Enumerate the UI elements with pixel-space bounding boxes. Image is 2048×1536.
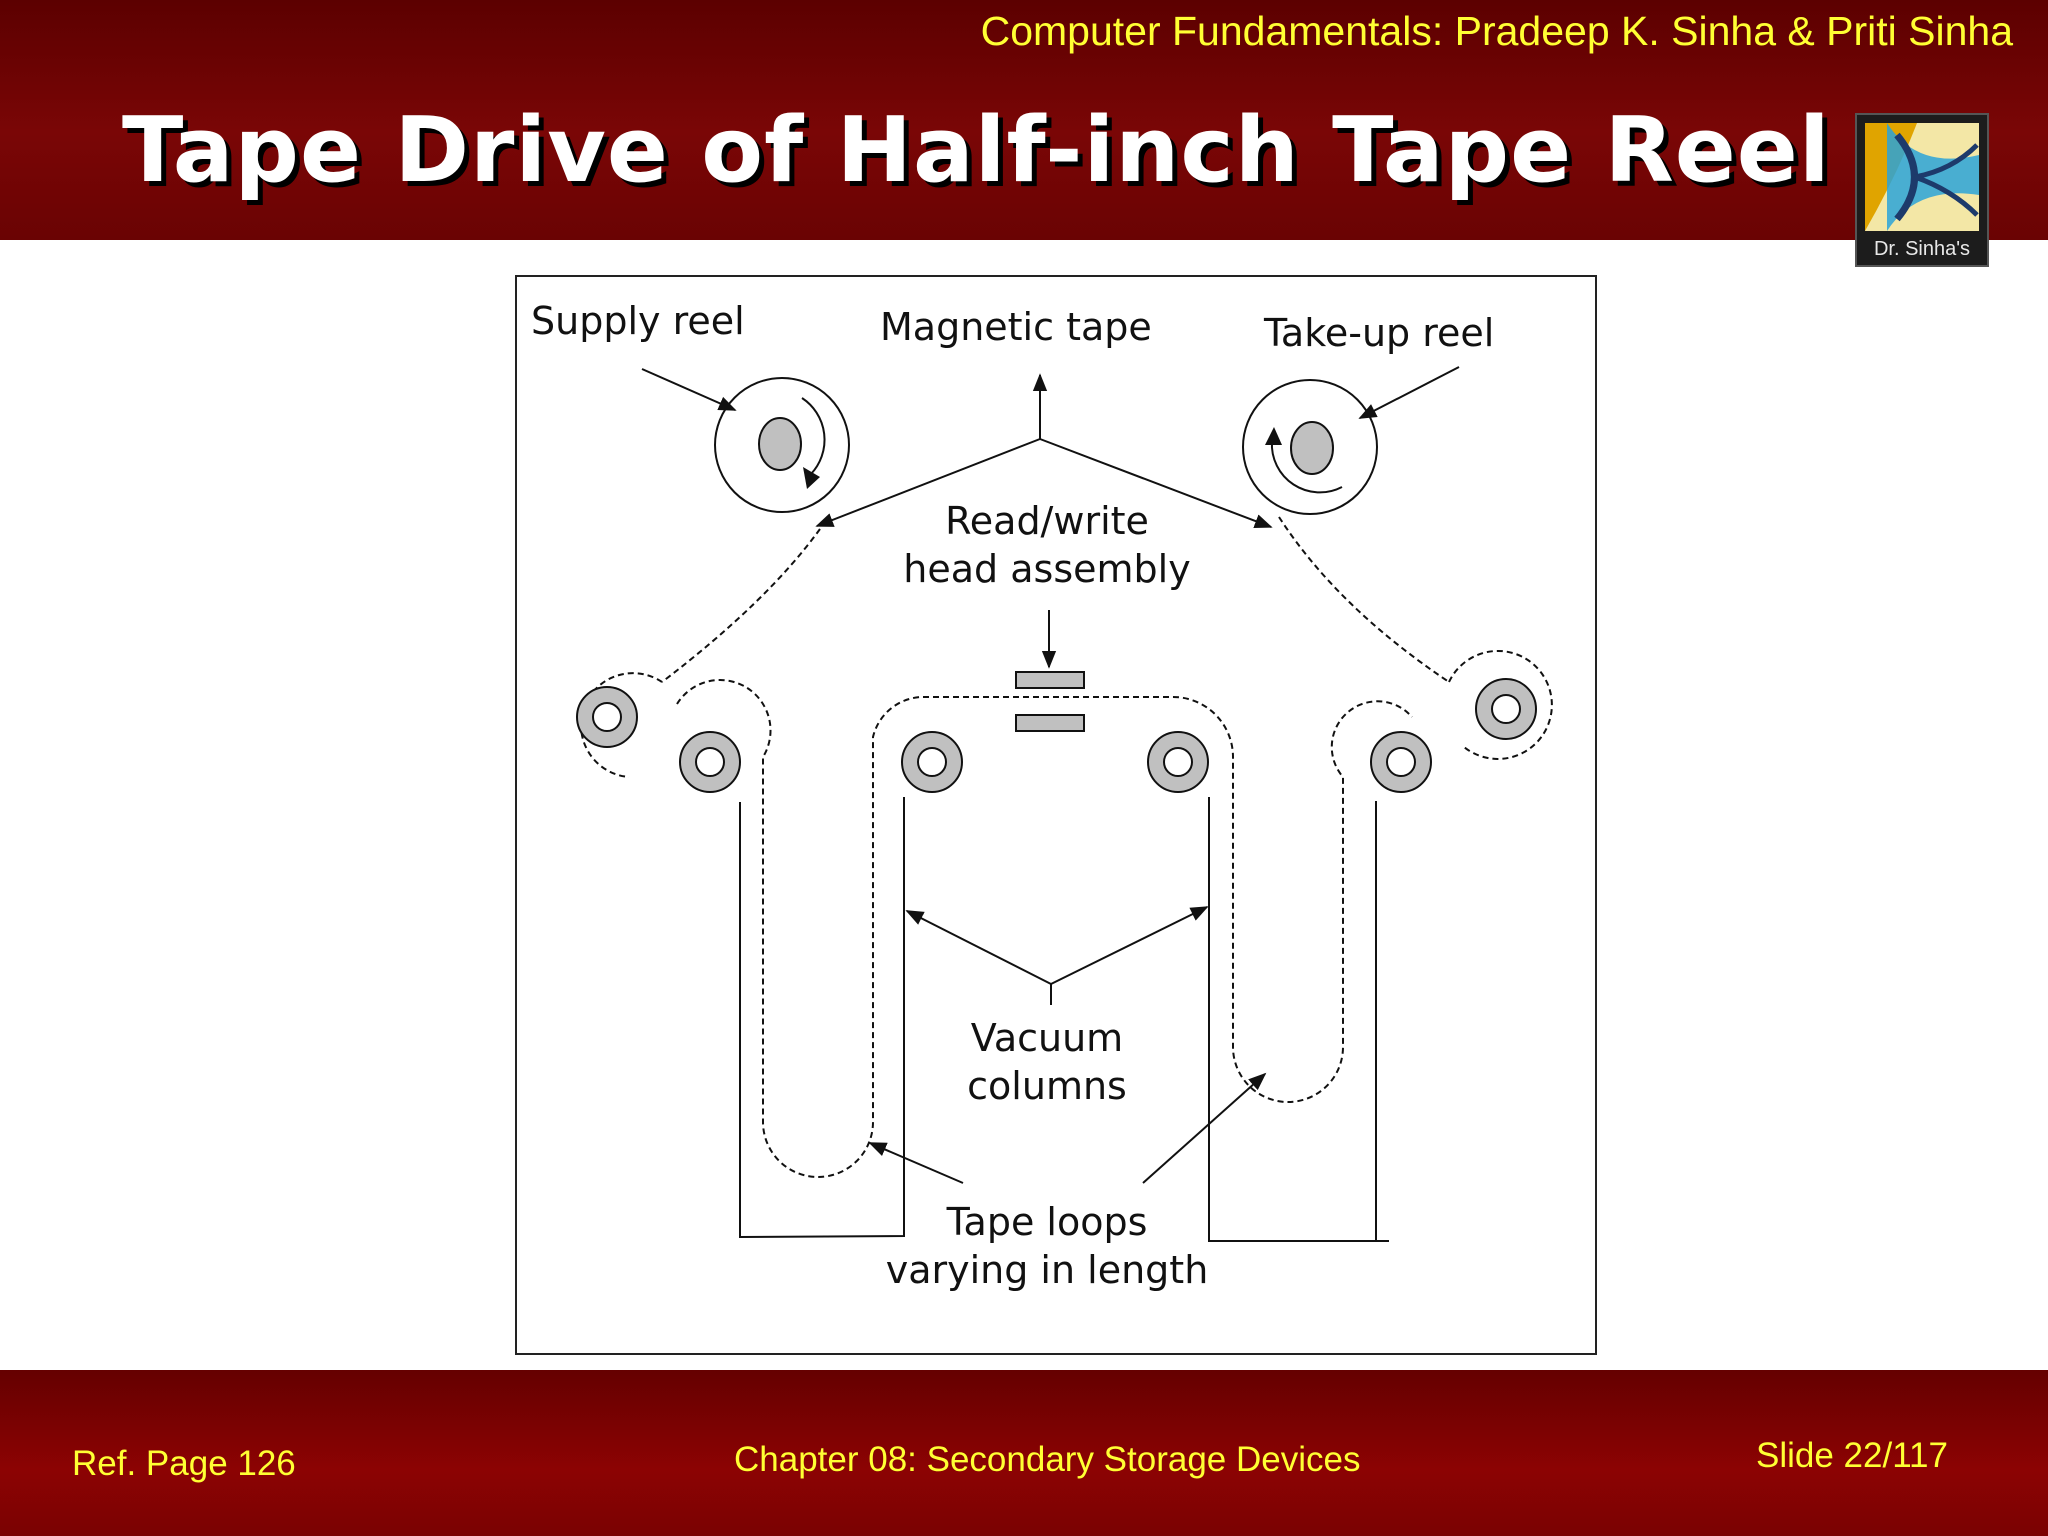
roller-6 <box>1475 678 1537 740</box>
diagram-drawing <box>576 366 1553 1242</box>
label-vacuum-line2: columns <box>967 1064 1127 1108</box>
roller-5 <box>1370 731 1432 793</box>
label-read-write-line1: Read/write <box>945 499 1149 543</box>
label-read-write-line2: head assembly <box>903 547 1191 591</box>
label-magnetic-tape: Magnetic tape <box>880 305 1152 349</box>
label-take-up-reel: Take-up reel <box>1264 311 1495 355</box>
roller-2 <box>679 731 741 793</box>
logo: Dr. Sinha's <box>1855 113 1989 267</box>
footer-bar: Ref. Page 126 Chapter 08: Secondary Stor… <box>0 1370 2048 1536</box>
book-credit: Computer Fundamentals: Pradeep K. Sinha … <box>980 8 2013 54</box>
roller-3 <box>901 731 963 793</box>
roller-1 <box>576 686 638 748</box>
label-read-write-head: Read/write head assembly <box>887 497 1207 593</box>
roller-4 <box>1147 731 1209 793</box>
label-vacuum-line1: Vacuum <box>970 1016 1124 1060</box>
label-supply-reel: Supply reel <box>531 299 745 343</box>
label-tape-loops-line2: varying in length <box>885 1248 1209 1292</box>
slide-title: Tape Drive of Half-inch Tape Reel <box>122 98 1831 203</box>
guide-rollers <box>576 678 1537 793</box>
slide-number: Slide 22/117 <box>1755 1436 1948 1475</box>
pointer-arrows <box>641 366 1460 1184</box>
vacuum-columns <box>739 797 1389 1242</box>
chapter-title: Chapter 08: Secondary Storage Devices <box>734 1440 1361 1479</box>
read-write-head <box>1015 671 1085 732</box>
supply-reel <box>714 377 850 513</box>
label-tape-loops: Tape loops varying in length <box>857 1198 1237 1294</box>
label-tape-loops-line1: Tape loops <box>946 1200 1148 1244</box>
label-vacuum-columns: Vacuum columns <box>917 1014 1177 1110</box>
take-up-reel <box>1242 379 1378 515</box>
tape-drive-diagram: Supply reel Magnetic tape Take-up reel R… <box>515 275 1597 1355</box>
logo-text: Dr. Sinha's <box>1873 238 1971 260</box>
logo-icon <box>1865 123 1979 231</box>
ref-page: Ref. Page 126 <box>72 1444 296 1483</box>
header-bar: Computer Fundamentals: Pradeep K. Sinha … <box>0 0 2048 240</box>
